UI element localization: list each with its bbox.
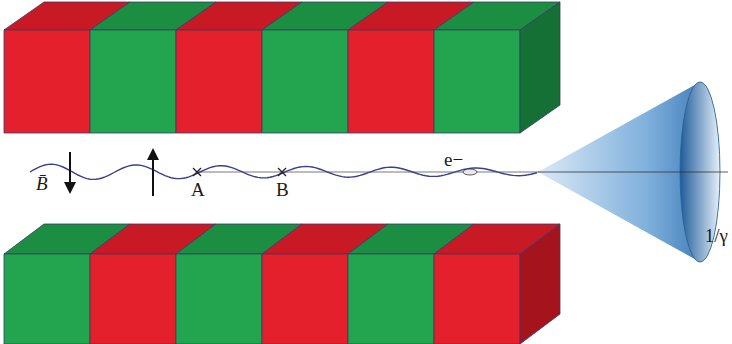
magnet-face [176,30,262,133]
field-arrow [64,148,159,196]
magnet-face [520,2,560,133]
field-label: B̄ [36,174,48,193]
particle-label: e− [444,150,463,169]
lower-magnet-array [4,224,560,344]
magnet-face [90,254,176,344]
electron [463,169,477,175]
magnet-face [520,224,560,344]
point-mark [193,168,286,176]
radiation-cone [538,82,728,262]
magnet-face [348,254,434,344]
magnet-face [4,30,90,133]
magnet-face [90,30,176,133]
magnet-face [434,30,520,133]
upper-magnet-array [4,2,560,133]
magnet-face [262,254,348,344]
angle-label: 1/γ [705,226,728,245]
point-label: A [191,180,205,199]
magnet-face [434,254,520,344]
point-label: B [276,180,289,199]
magnet-face [348,30,434,133]
magnet-face [4,254,90,344]
magnet-face [262,30,348,133]
magnet-face [176,254,262,344]
